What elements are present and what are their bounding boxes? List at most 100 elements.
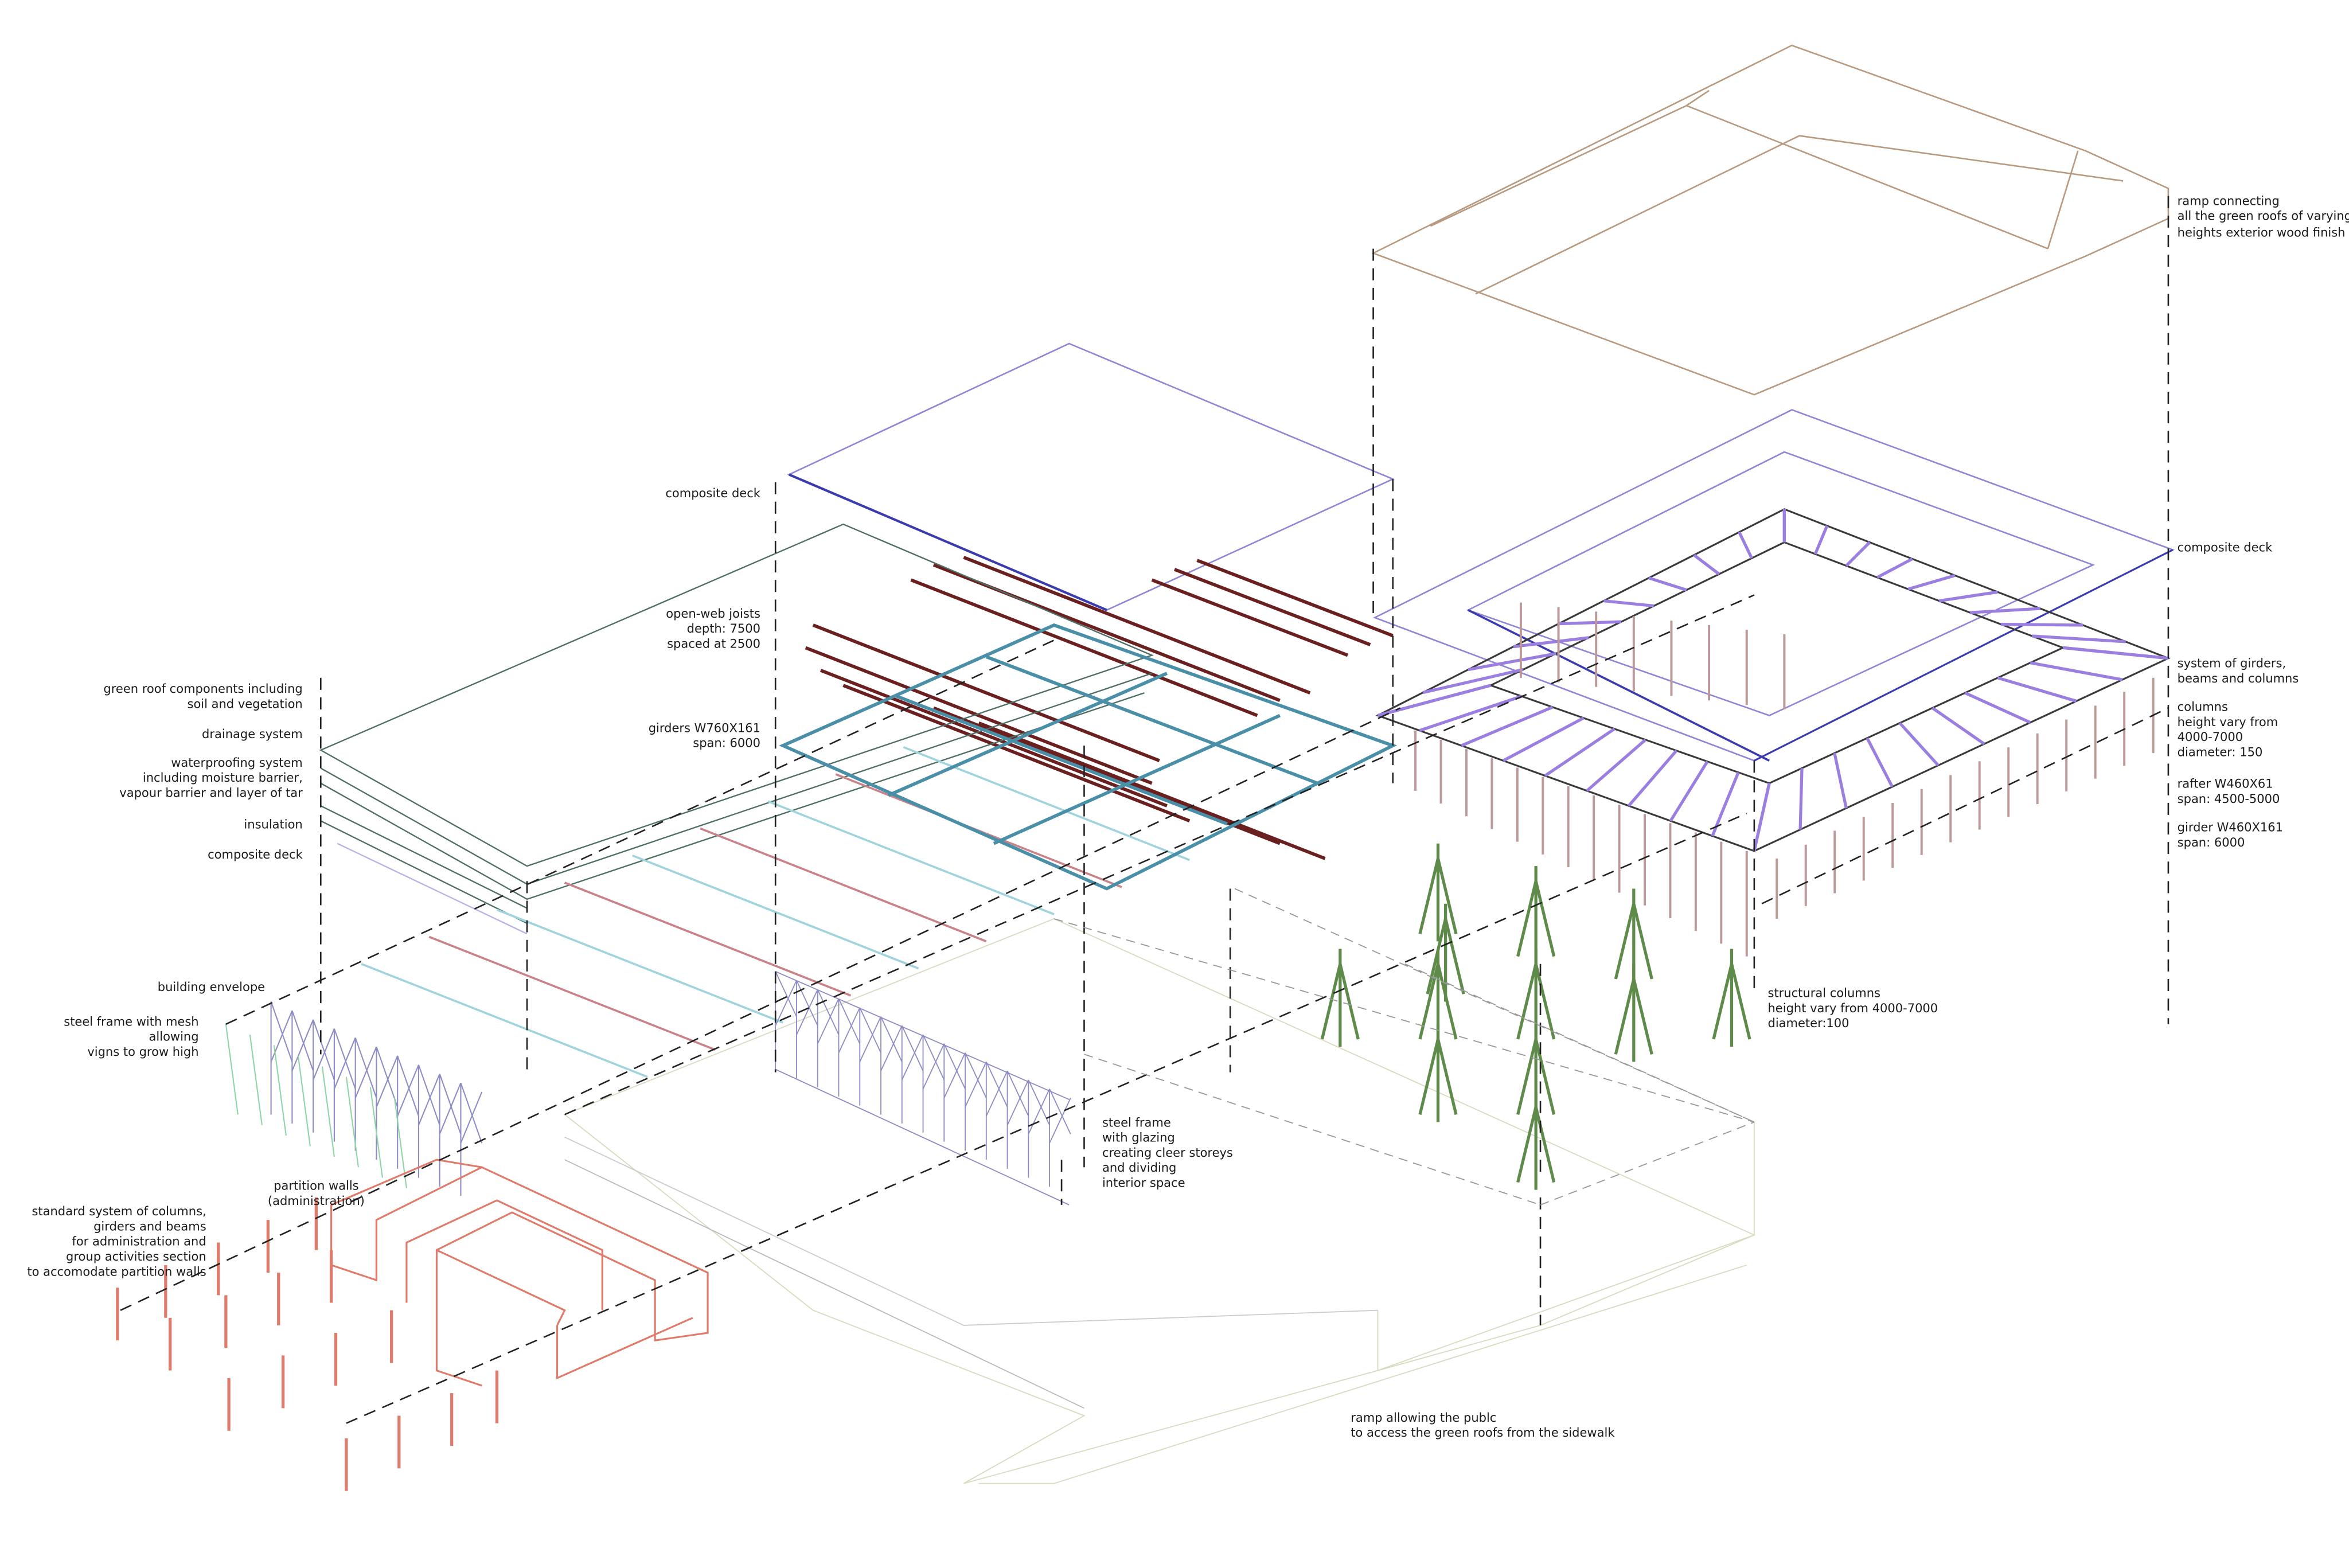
glazing-diag <box>922 1034 945 1081</box>
glazing-diag <box>1028 1079 1050 1126</box>
open-web-joist <box>1196 559 1394 638</box>
label-rafter-2: span: 4500-5000 <box>2178 792 2280 806</box>
structural-column <box>1320 964 1342 1040</box>
vine-frame <box>321 1066 335 1157</box>
label-ramp-public-1: ramp allowing the publc <box>1351 1411 1496 1425</box>
rafter <box>1648 576 1687 592</box>
envelope-beam <box>903 746 1190 861</box>
rafter <box>1603 599 1655 608</box>
glazing-diag <box>901 1025 924 1071</box>
envelope-beam <box>700 827 987 943</box>
glazing-diag <box>1049 1089 1071 1134</box>
glazing-diag <box>796 989 818 1035</box>
glazing-diag <box>775 971 797 1017</box>
structural-column <box>1516 880 1538 957</box>
glazing-wall <box>775 971 1071 1206</box>
rafter <box>1738 531 1753 559</box>
glazing-diag <box>838 998 861 1044</box>
glazing-diag <box>922 1043 945 1090</box>
building-envelope-beams <box>361 746 1190 1078</box>
label-green-roof-1: green roof components including <box>103 682 302 696</box>
label-standard-2: girders and beams <box>93 1220 206 1234</box>
partition-walls <box>330 1159 709 1387</box>
rafter <box>1461 705 1554 747</box>
rafter <box>2030 661 2123 681</box>
label-green-roof-2: soil and vegetation <box>188 697 303 711</box>
vine-frame <box>249 1035 263 1125</box>
label-steel-mesh-3: vigns to grow high <box>87 1045 198 1059</box>
rafter <box>1964 691 2031 724</box>
wood-ramp-roof <box>1371 44 2169 396</box>
label-structural-cols-1: structural columns <box>1768 986 1880 1000</box>
guide-lines <box>120 196 2169 1424</box>
mesh-diag <box>354 1046 377 1098</box>
vine-frame <box>225 1024 239 1115</box>
open-web-joist <box>805 646 1153 785</box>
girder-beam-frame <box>1375 508 2171 957</box>
label-open-web-joists-2: depth: 7500 <box>687 622 760 635</box>
label-steel-mesh-2: allowing <box>149 1030 199 1044</box>
glazing-diag <box>965 1052 987 1098</box>
rafter <box>1419 695 1523 732</box>
steel-mesh-envelope <box>225 1001 483 1196</box>
vine-frame <box>273 1045 287 1136</box>
structural-column <box>1339 964 1360 1040</box>
rafter <box>1558 620 1622 626</box>
structural-column <box>1534 880 1556 957</box>
structural-column <box>1516 964 1538 1040</box>
mesh-diag <box>354 1037 377 1098</box>
label-composite-deck-left: composite deck <box>208 848 303 861</box>
rafter <box>1876 557 1913 579</box>
rafter <box>1970 607 2040 614</box>
structural-column <box>1730 964 1751 1040</box>
structural-column <box>1614 903 1636 980</box>
rafter <box>1938 590 1998 603</box>
label-girders-1: girders W760X161 <box>649 721 760 735</box>
open-web-joist <box>842 684 1191 823</box>
label-glazing-2: with glazing <box>1102 1131 1175 1145</box>
label-standard-5: to accomodate partition walls <box>27 1265 206 1278</box>
label-partition-2: (administration) <box>268 1194 365 1208</box>
mesh-diag <box>333 1037 356 1090</box>
structural-column <box>1712 964 1734 1040</box>
label-columns-1: columns <box>2178 700 2228 714</box>
label-ramp-connecting-1: ramp connecting <box>2178 194 2280 208</box>
glazing-diag <box>859 1007 881 1054</box>
structural-column <box>1516 1039 1538 1115</box>
label-composite-deck-mid: composite deck <box>665 486 760 500</box>
mesh-diag <box>313 1028 335 1081</box>
label-structural-cols-2: height vary from 4000-7000 <box>1768 1001 1938 1015</box>
rafter <box>1833 752 1848 809</box>
structural-column <box>1632 978 1653 1055</box>
label-girder-2: span: 6000 <box>2178 836 2245 849</box>
glazing-diag <box>1006 1079 1029 1126</box>
glazing-diag <box>859 1016 881 1062</box>
label-standard-4: group activities section <box>66 1250 206 1263</box>
labels: composite deck open-web joists depth: 75… <box>27 194 2349 1440</box>
structural-column <box>1436 1039 1458 1115</box>
ground-plane <box>563 918 1756 1484</box>
glazing-diag <box>985 1070 1008 1117</box>
open-web-joist <box>812 623 1160 762</box>
girder-grid <box>779 623 1398 891</box>
label-glazing-4: and dividing <box>1102 1161 1176 1175</box>
glazing-diag <box>796 980 818 1026</box>
vine-frame <box>369 1087 383 1178</box>
mesh-diag <box>460 1082 483 1144</box>
envelope-beam <box>767 800 1055 915</box>
envelope-beam <box>361 963 648 1078</box>
label-insulation: insulation <box>244 817 302 831</box>
rafter <box>1693 553 1720 576</box>
label-ramp-connecting-3: heights exterior wood finish <box>2178 226 2346 240</box>
rafter <box>1813 525 1829 555</box>
structural-column <box>1444 918 1465 994</box>
label-columns-4: diameter: 150 <box>2178 745 2263 759</box>
mesh-diag <box>376 1046 399 1107</box>
open-web-joist <box>1151 578 1348 657</box>
label-standard-3: for administration and <box>72 1235 206 1249</box>
glazing-diag <box>817 989 840 1035</box>
rafter <box>1669 760 1709 822</box>
envelope-beam <box>496 908 784 1024</box>
envelope-beam <box>428 935 716 1051</box>
